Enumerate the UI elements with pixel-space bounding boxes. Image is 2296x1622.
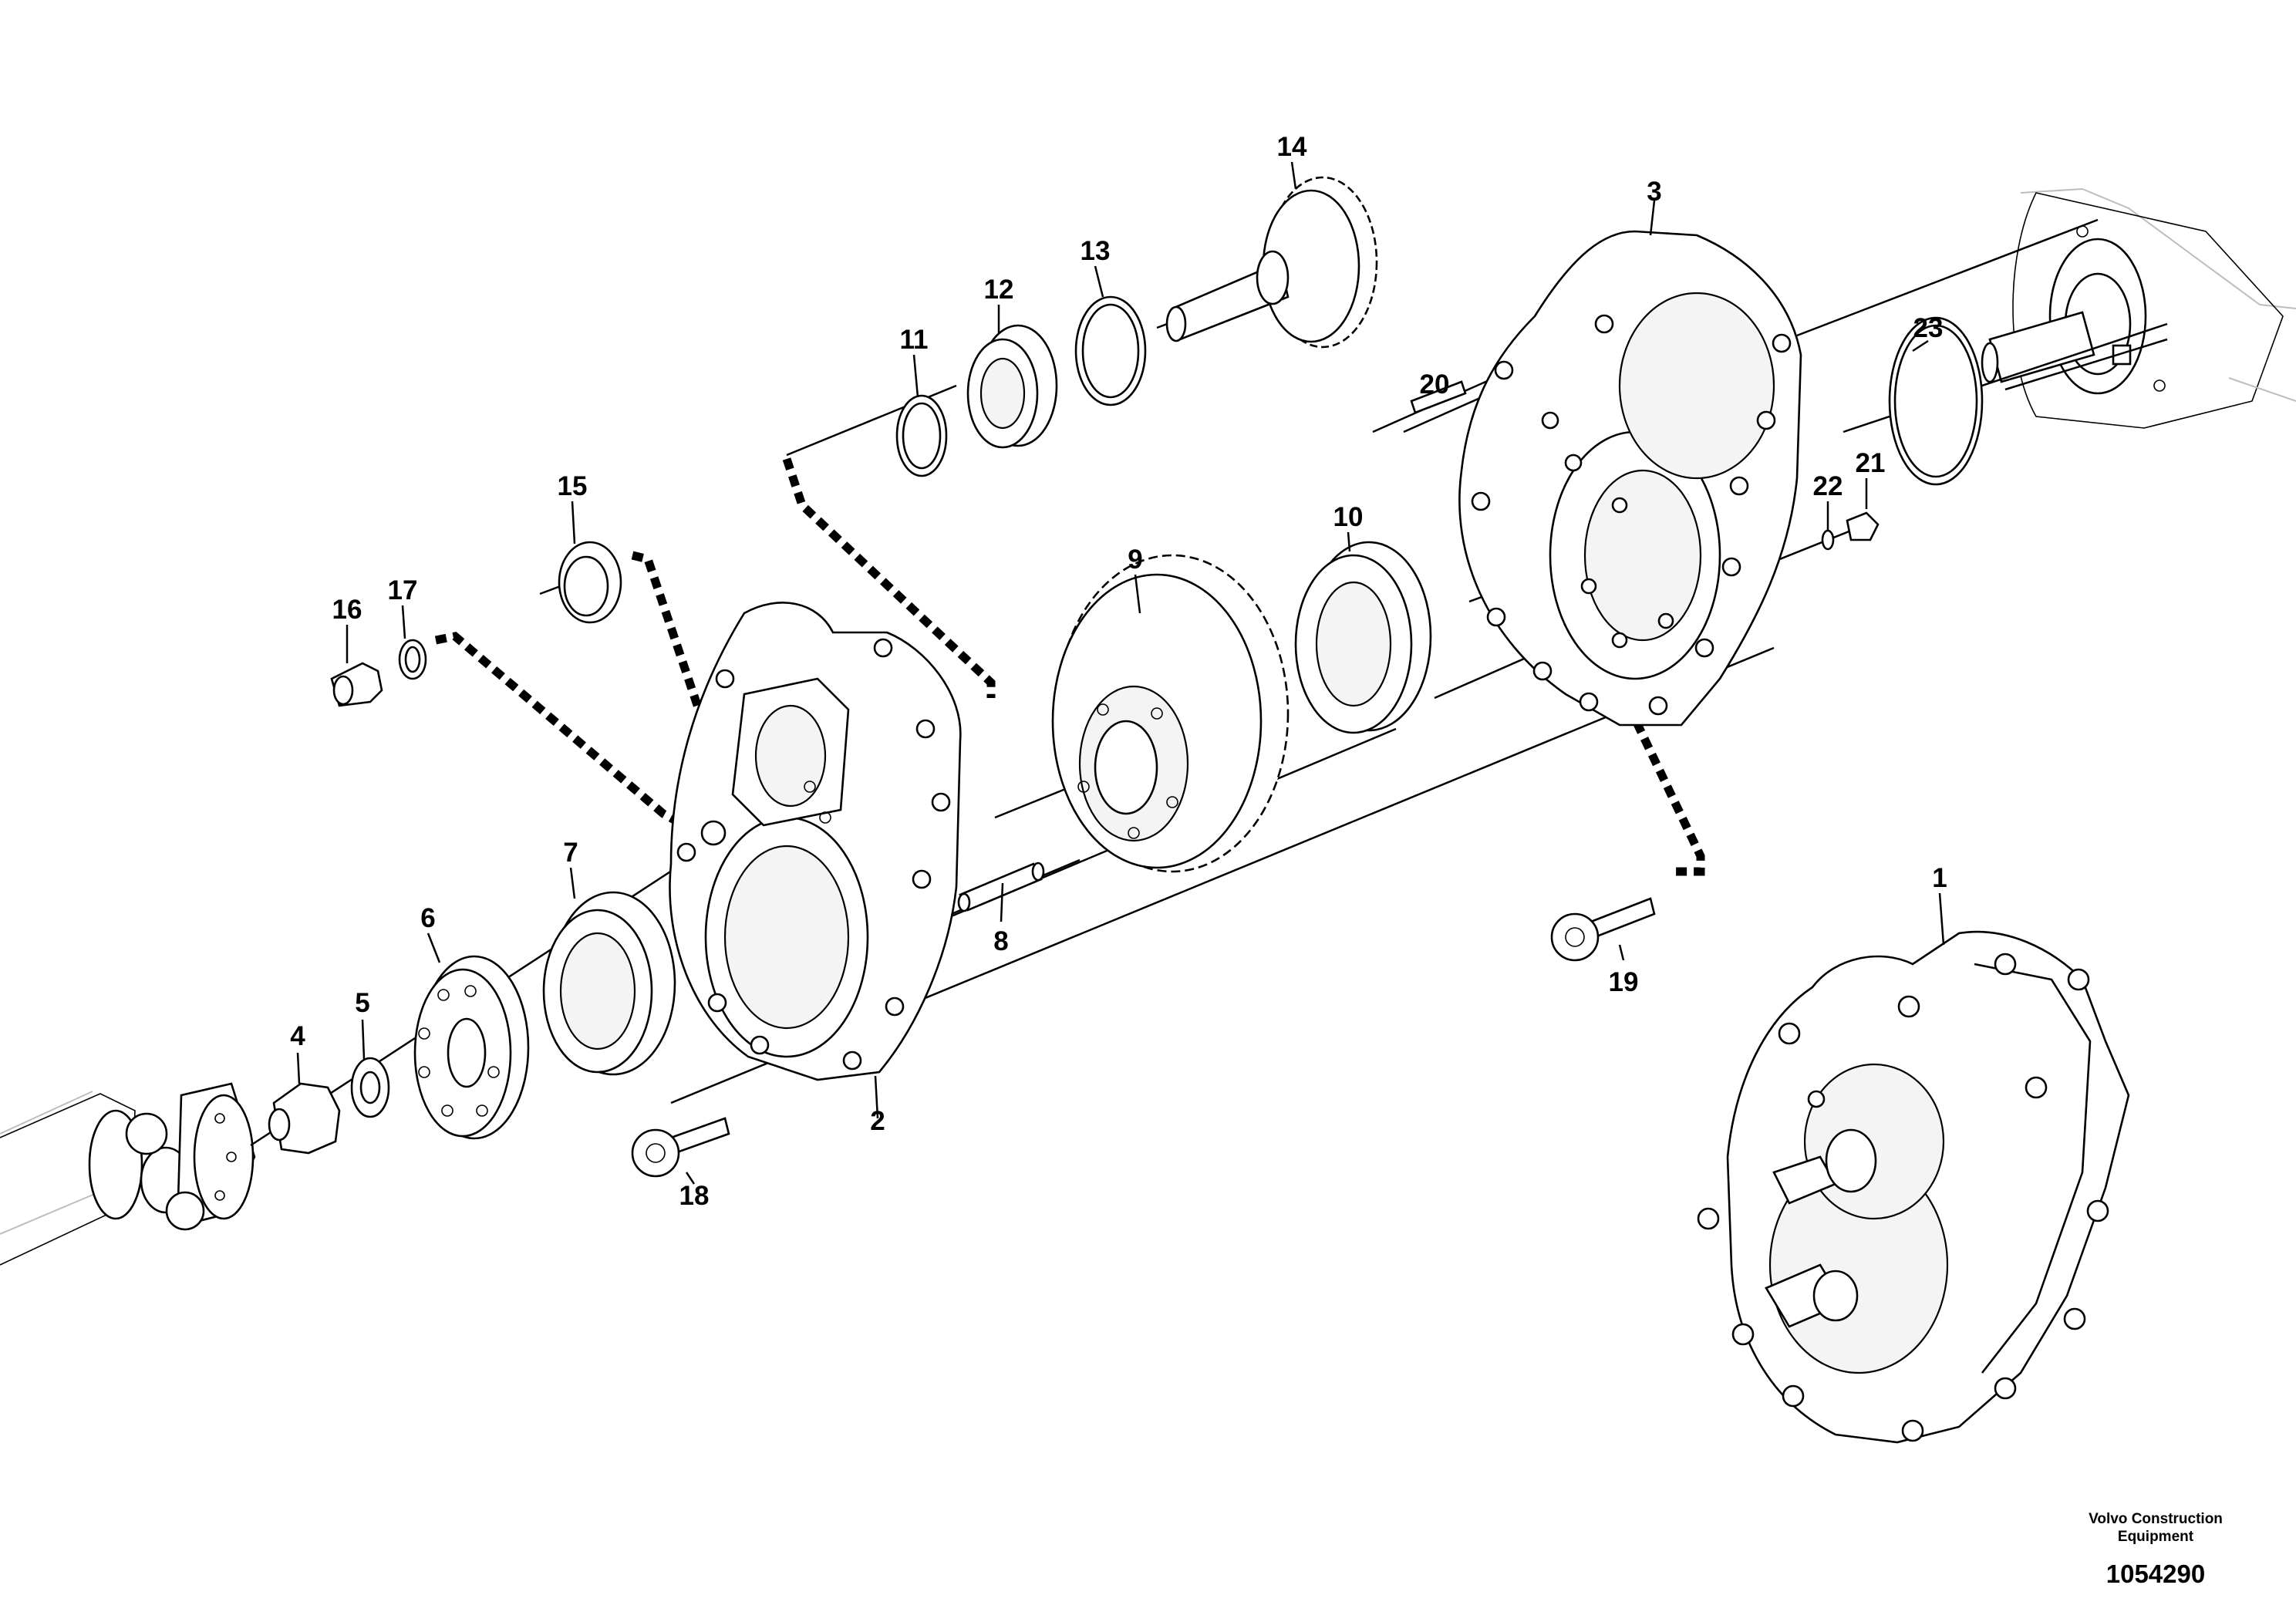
part-2-front-cover-drawing [669, 602, 962, 1081]
callout-20: 20 [1420, 369, 1450, 400]
part-13-circlip-drawing [1074, 295, 1147, 406]
callout-5: 5 [355, 988, 369, 1018]
part-9-gear-drawing [1051, 554, 1290, 873]
callout-7: 7 [563, 838, 578, 868]
part-3-rear-housing-drawing [1458, 230, 1802, 727]
callout-15: 15 [558, 471, 588, 501]
callout-18: 18 [679, 1181, 710, 1211]
callout-17: 17 [388, 575, 418, 605]
callout-19: 19 [1609, 967, 1639, 997]
callout-12: 12 [984, 275, 1014, 305]
part-22-washer-drawing [1821, 529, 1835, 551]
part-23-oring-drawing [1888, 316, 1984, 486]
part-11-circlip-drawing [895, 394, 948, 477]
callout-1: 1 [1932, 863, 1947, 893]
callout-11: 11 [900, 325, 929, 355]
part-19-bolt-drawing [1550, 897, 1656, 962]
callout-8: 8 [993, 926, 1008, 956]
part-12-bearing-drawing [966, 324, 1058, 449]
callout-14: 14 [1277, 132, 1307, 162]
part-16-plug-drawing [330, 662, 383, 707]
engine-housing-drawing [1981, 187, 2296, 429]
callout-23: 23 [1913, 313, 1944, 343]
callout-2: 2 [870, 1106, 885, 1136]
callout-10: 10 [1333, 502, 1364, 532]
credit-line-2: Equipment [2118, 1529, 2194, 1545]
part-17-oring-drawing [398, 639, 427, 680]
part-5-washer-drawing [350, 1057, 390, 1118]
callout-22: 22 [1813, 471, 1843, 501]
leader-lines [296, 161, 1945, 1185]
callout-21: 21 [1856, 448, 1886, 478]
dashed-assembly-guides [434, 457, 1705, 876]
part-6-flange-drawing [413, 955, 530, 1140]
callout-6: 6 [420, 903, 435, 933]
part-1-assembly-drawing [1697, 930, 2130, 1444]
part-10-bearing-ring-drawing [1294, 541, 1432, 734]
reference-number: 1054290 [2106, 1560, 2205, 1588]
callout-3: 3 [1647, 177, 1661, 207]
credit-line-1: Volvo Construction [2089, 1511, 2223, 1527]
part-7-seal-drawing [542, 891, 676, 1076]
callout-13: 13 [1081, 236, 1111, 266]
credit-block: Volvo Construction Equipment 1054290 [2089, 1511, 2223, 1588]
part-number-callouts: 1 2 3 4 5 6 7 8 9 10 11 12 13 14 15 16 1… [290, 132, 1947, 1211]
part-8-stud-drawing [957, 862, 1045, 912]
callout-4: 4 [290, 1021, 305, 1051]
callout-16: 16 [332, 595, 362, 625]
part-15-seal-drawing [558, 541, 622, 624]
drive-shaft-ujoint-drawing [0, 1082, 256, 1266]
part-20-pin-drawing [1410, 380, 1467, 414]
callout-9: 9 [1128, 545, 1142, 575]
part-4-nut-drawing [268, 1082, 341, 1155]
part-14-pinion-shaft-drawing [1165, 176, 1378, 349]
part-21-screw-drawing [1846, 511, 1880, 541]
part-18-bolt-drawing [631, 1117, 730, 1178]
